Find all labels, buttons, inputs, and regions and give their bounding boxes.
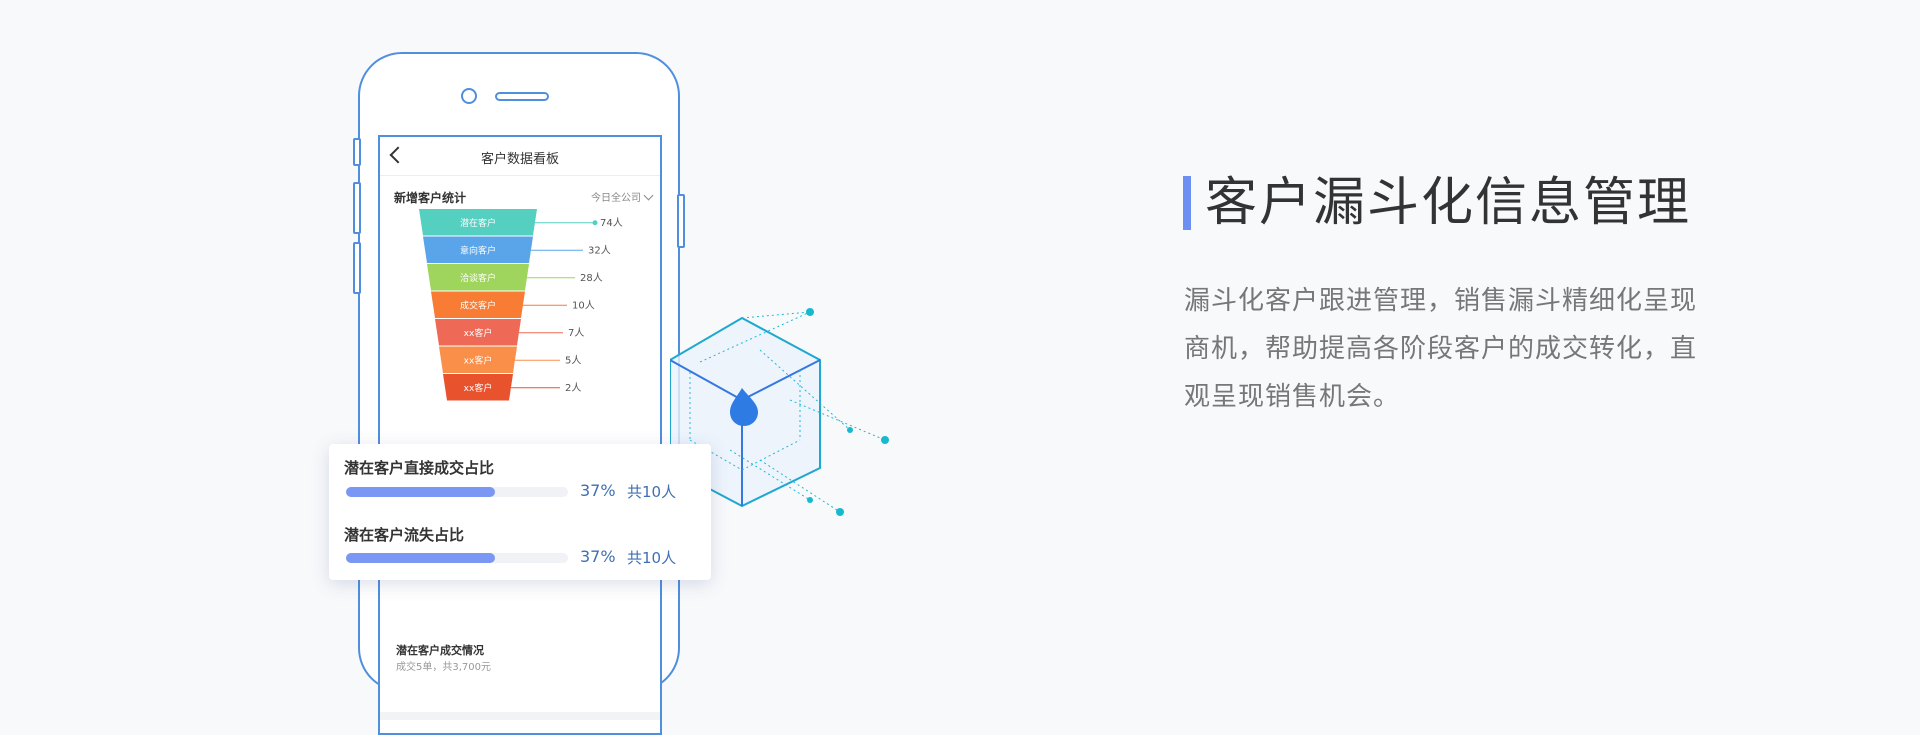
cube-dots	[806, 308, 889, 516]
droplet-icon	[730, 388, 758, 426]
funnel-stage	[431, 291, 525, 318]
funnel-stage-label: xx客户	[464, 327, 493, 339]
funnel-leader-dot	[592, 220, 598, 226]
filter-label: 今日全公司	[591, 193, 641, 204]
chevron-down-icon	[643, 190, 654, 201]
ratio-progress-fill	[346, 487, 495, 497]
section-title: 新增客户统计	[394, 191, 467, 205]
funnel-stage-value: 7人	[568, 327, 584, 339]
funnel-stage-label: 洽谈客户	[460, 272, 496, 284]
funnel-stage	[435, 319, 521, 346]
funnel-stage	[423, 236, 533, 263]
funnel-stage	[427, 264, 529, 291]
deal-subtitle: 成交5单，共3,700元	[396, 662, 491, 673]
deal-title: 潜在客户成交情况	[396, 644, 484, 657]
phone-mute-switch	[353, 138, 361, 166]
phone-power-button	[677, 194, 685, 248]
funnel-stage-label: 潜在客户	[460, 217, 496, 229]
cube-inner-lines	[689, 311, 886, 513]
ratio-total: 共10人	[627, 483, 677, 501]
phone-speaker	[495, 92, 549, 101]
ratio-label: 潜在客户直接成交占比	[344, 459, 495, 477]
funnel-stage-value: 74人	[600, 217, 623, 229]
phone-screen: 客户数据看板 新增客户统计 今日全公司 潜在客户 74人意向客户 32人洽谈客户 28…	[378, 135, 662, 735]
funnel-stage-value: 32人	[588, 244, 611, 256]
nav-bar: 客户数据看板	[380, 137, 660, 176]
phone-volume-down	[353, 242, 361, 294]
filter-dropdown[interactable]: 今日全公司	[591, 189, 654, 204]
section-divider-bottom	[380, 712, 660, 720]
phone-volume-up	[353, 182, 361, 234]
funnel-stage-value: 5人	[565, 354, 581, 366]
title-accent-bar	[1183, 176, 1191, 230]
feature-title: 客户漏斗化信息管理	[1205, 173, 1692, 233]
funnel-stage-value: 2人	[565, 382, 581, 394]
ratio-percent: 37%	[580, 481, 616, 500]
loss-percent: 37%	[580, 547, 616, 566]
loss-total: 共10人	[627, 549, 677, 567]
funnel-stage	[439, 346, 517, 373]
funnel-stage-label: 成交客户	[460, 299, 496, 311]
loss-progress-track	[346, 553, 568, 563]
ratio-progress-track	[346, 487, 568, 497]
funnel-stage	[419, 209, 537, 236]
nav-title: 客户数据看板	[480, 152, 559, 167]
phone-camera	[461, 88, 477, 104]
loss-label: 潜在客户流失占比	[344, 526, 465, 544]
feature-description: 漏斗化客户跟进管理，销售漏斗精细化呈现商机，帮助提高各阶段客户的成交转化，直观呈…	[1184, 286, 1698, 412]
section-header: 新增客户统计 今日全公司	[380, 176, 660, 206]
funnel-stage-label: xx客户	[464, 354, 493, 366]
funnel-stage-label: xx客户	[464, 382, 493, 394]
funnel-stage-value: 10人	[572, 299, 595, 311]
loss-progress-fill	[346, 553, 495, 563]
funnel-stage-value: 28人	[580, 272, 603, 284]
funnel-stage	[443, 374, 513, 401]
phone-mockup: 客户数据看板 新增客户统计 今日全公司 潜在客户 74人意向客户 32人洽谈客户 28…	[353, 52, 685, 735]
funnel-stage-label: 意向客户	[460, 244, 496, 256]
ratio-card: 潜在客户直接成交占比 37% 共10人 潜在客户流失占比 37% 共10人	[329, 444, 711, 580]
